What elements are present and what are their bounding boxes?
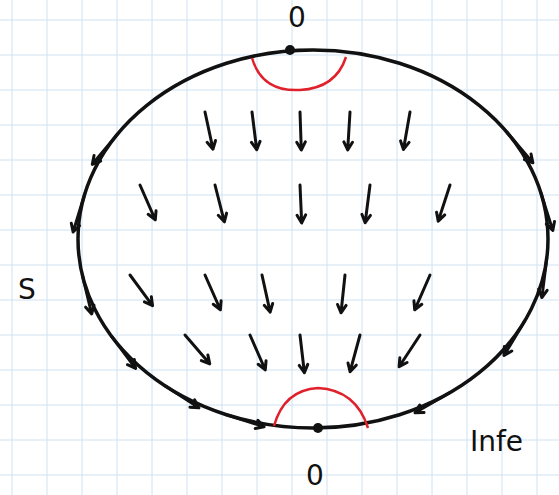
grid-line [0, 160, 559, 161]
grid-line [117, 0, 118, 495]
field-arrow [226, 415, 264, 429]
field-arrow [165, 386, 199, 408]
field-arrow [205, 275, 221, 310]
field-arrow [140, 185, 156, 220]
field-arrow [401, 112, 410, 149]
field-arrow [250, 335, 266, 370]
axis-label: S [18, 276, 36, 304]
field-arrow [344, 112, 353, 150]
field-arrow [205, 112, 216, 149]
field-arrow [338, 275, 347, 313]
grid-line [0, 125, 559, 126]
grid-line [0, 335, 559, 336]
field-arrow [415, 393, 450, 413]
field-arrow [71, 194, 85, 232]
field-arrow [297, 112, 306, 150]
field-arrow [262, 275, 273, 312]
pole-arc [274, 388, 368, 428]
grid-line [327, 0, 328, 495]
grid-line [0, 55, 559, 56]
grid-line [0, 90, 559, 91]
axis-label: 0 [288, 4, 306, 32]
grid-line [467, 0, 468, 495]
field-arrow [299, 335, 308, 373]
grid-line [537, 0, 538, 495]
field-arrow [82, 275, 94, 314]
field-arrow [185, 335, 210, 364]
field-arrow [297, 185, 306, 223]
field-arrow [251, 112, 260, 150]
grid-line [152, 0, 153, 495]
field-arrow [348, 335, 360, 372]
sphere-outline [78, 50, 548, 428]
note-label: Infe [470, 428, 523, 456]
field-arrow [92, 134, 118, 165]
field-arrow [539, 258, 548, 298]
grid-line [187, 0, 188, 495]
grid-line [0, 265, 559, 266]
field-arrow [215, 185, 227, 222]
pole-arc [252, 57, 346, 90]
axis-label: 0 [306, 462, 324, 490]
grid-line [0, 20, 559, 21]
pole-dot [285, 45, 295, 55]
field-arrow [437, 185, 450, 221]
grid-line [397, 0, 398, 495]
grid-line [0, 300, 559, 301]
field-arrow [507, 132, 533, 162]
field-arrow [399, 335, 420, 367]
grid-line [0, 230, 559, 231]
pole-dot [313, 423, 323, 433]
grid-line [502, 0, 503, 495]
grid-line [292, 0, 293, 495]
grid-line [47, 0, 48, 495]
field-arrow [414, 275, 430, 310]
field-arrow [130, 275, 153, 306]
field-arrow [541, 192, 555, 230]
grid-line [0, 405, 559, 406]
field-arrow [504, 321, 525, 355]
grid-line [0, 370, 559, 371]
grid-line [362, 0, 363, 495]
grid-line [82, 0, 83, 495]
grid-line [222, 0, 223, 495]
grid-line [0, 475, 559, 476]
field-arrow [362, 185, 371, 223]
field-arrow [112, 336, 136, 368]
grid-line [12, 0, 13, 495]
